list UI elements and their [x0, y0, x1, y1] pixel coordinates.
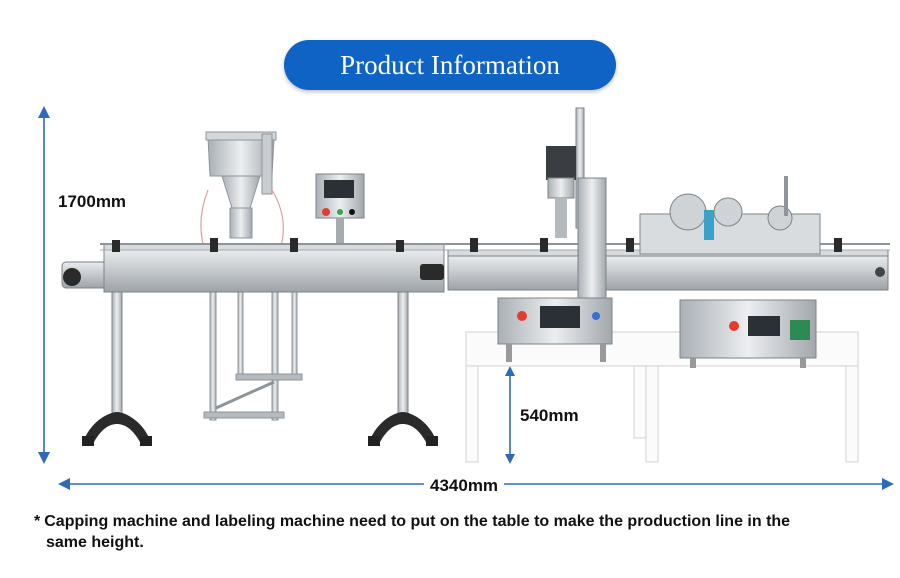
table-height-dimension-label: 540mm	[520, 406, 579, 426]
capping-machine	[497, 107, 613, 362]
footnote-line-1: Capping machine and labeling machine nee…	[44, 513, 791, 530]
conveyor-legs	[82, 291, 438, 446]
footnote: *Capping machine and labeling machine ne…	[34, 511, 884, 553]
length-dimension-label: 4340mm	[424, 476, 505, 496]
height-dimension-label: 1700mm	[58, 192, 127, 212]
table-height-dimension-arrow	[505, 366, 515, 464]
footnote-asterisk: *	[34, 513, 41, 530]
page-title: Product Information	[284, 40, 616, 90]
footnote-line-2: same height.	[46, 534, 144, 551]
labeling-machine	[639, 176, 821, 368]
filler-control-box	[315, 173, 365, 250]
height-dimension-arrow	[38, 106, 50, 464]
